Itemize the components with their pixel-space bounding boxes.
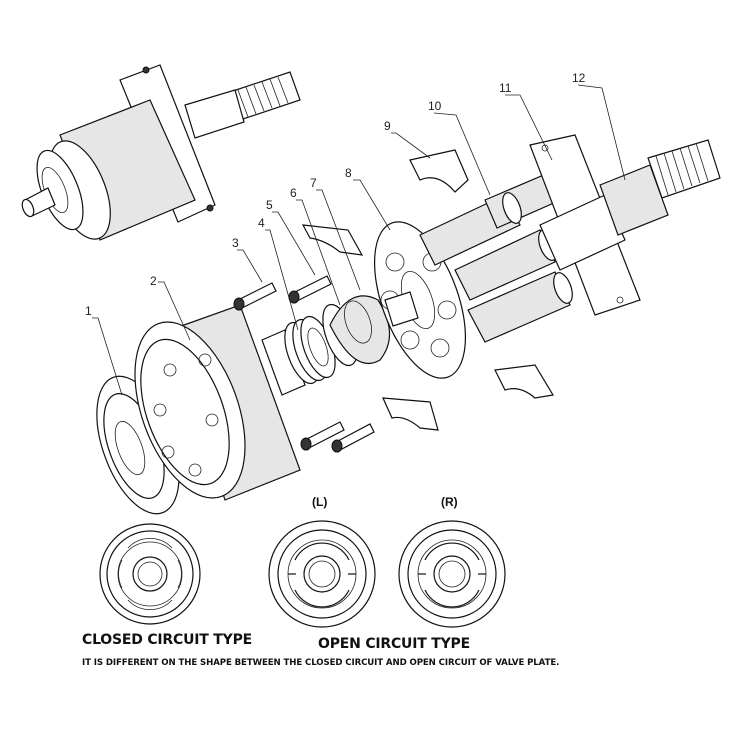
callout-9: 9	[384, 119, 391, 133]
assembled-pump	[21, 64, 301, 241]
label-right: (R)	[441, 495, 458, 509]
callout-10: 10	[428, 99, 442, 113]
callout-2: 2	[150, 274, 157, 288]
valve-plate-open-right	[398, 520, 506, 628]
cylinder-block	[134, 304, 306, 501]
callout-3: 3	[232, 236, 239, 250]
label-left: (L)	[312, 495, 327, 509]
spring	[284, 315, 336, 385]
callout-12: 12	[572, 71, 586, 85]
callout-8: 8	[345, 166, 352, 180]
bracket-plates	[301, 149, 554, 431]
valve-plate-open-left	[268, 520, 376, 628]
drive-shaft	[539, 139, 721, 271]
callout-5: 5	[266, 198, 273, 212]
callout-7: 7	[310, 176, 317, 190]
valve-plate-closed	[99, 523, 201, 625]
cap-screws	[233, 275, 375, 453]
ball-guide	[329, 295, 391, 365]
caption-note: IT IS DIFFERENT ON THE SHAPE BETWEEN THE…	[82, 658, 559, 668]
caption-open-circuit: OPEN CIRCUIT TYPE	[318, 636, 470, 652]
callout-6: 6	[290, 186, 297, 200]
callout-4: 4	[258, 216, 265, 230]
pistons	[419, 167, 573, 343]
caption-closed-circuit: CLOSED CIRCUIT TYPE	[82, 632, 252, 648]
callout-11: 11	[499, 81, 512, 95]
callouts: 1 2 3 4 5 6 7 8 9 10 11 12	[85, 71, 626, 396]
callout-1: 1	[85, 304, 92, 318]
